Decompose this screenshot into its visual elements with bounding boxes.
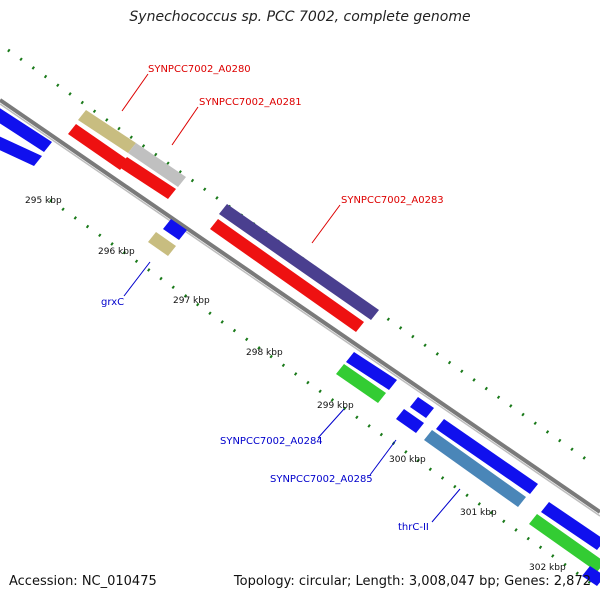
- tick-label: 295 kbp: [25, 196, 62, 206]
- map-title: Synechococcus sp. PCC 7002, complete gen…: [129, 9, 471, 25]
- tick-label: 298 kbp: [246, 348, 283, 358]
- gene-red-2[interactable]: [119, 157, 176, 199]
- accession-text: Accession: NC_010475: [9, 574, 157, 589]
- gene-label-a0284[interactable]: SYNPCC7002_A0284: [220, 436, 323, 447]
- gene-a0284-green[interactable]: [336, 364, 386, 403]
- gene-grxc-blue[interactable]: [163, 219, 187, 240]
- tick-label: 301 kbp: [460, 508, 497, 518]
- gene-blue-long[interactable]: [436, 419, 538, 494]
- leader-a0284: [317, 408, 345, 439]
- gene-blue-small-1[interactable]: [346, 352, 397, 390]
- gene-a0281-grey[interactable]: [128, 143, 186, 187]
- gene-red-long[interactable]: [210, 219, 364, 332]
- gene-a0280-khaki[interactable]: [78, 110, 136, 153]
- inner-tick-ring: [49, 198, 599, 590]
- gene-label-a0280[interactable]: SYNPCC7002_A0280: [148, 64, 251, 75]
- tick-label: 302 kbp: [529, 563, 566, 573]
- tick-label: 299 kbp: [317, 401, 354, 411]
- tick-label: 296 kbp: [98, 247, 135, 257]
- leader-a0285: [369, 439, 397, 476]
- leader-a0280: [121, 73, 149, 112]
- gene-green-right[interactable]: [529, 514, 600, 572]
- gene-label-a0283[interactable]: SYNPCC7002_A0283: [341, 195, 444, 206]
- gene-blue-small-2[interactable]: [410, 397, 434, 418]
- tick-label: 297 kbp: [173, 296, 210, 306]
- gene-label-a0281[interactable]: SYNPCC7002_A0281: [199, 97, 302, 108]
- topology-text: Topology: circular; Length: 3,008,047 bp…: [233, 574, 591, 589]
- gene-label-thrc[interactable]: thrC-II: [398, 522, 429, 533]
- backbone-line-shade: [0, 103, 600, 517]
- gene-blue-left-outer[interactable]: [0, 105, 52, 152]
- gene-blue-left-inner[interactable]: [0, 132, 42, 166]
- tick-label: 300 kbp: [389, 455, 426, 465]
- leader-a0281: [171, 106, 199, 146]
- gene-a0285-blue[interactable]: [396, 409, 424, 433]
- gene-a0283-purple[interactable]: [219, 204, 379, 320]
- gene-label-grxc[interactable]: grxC: [101, 297, 124, 308]
- gene-red-1[interactable]: [68, 124, 128, 170]
- backbone-line: [0, 98, 600, 514]
- leader-a0283: [311, 204, 341, 244]
- gene-blue-right-outer[interactable]: [541, 502, 600, 550]
- gene-thrc-steel[interactable]: [424, 430, 526, 507]
- gene-label-a0285[interactable]: SYNPCC7002_A0285: [270, 474, 373, 485]
- leader-thrc: [431, 488, 461, 523]
- gene-blue-far-right[interactable]: [582, 566, 600, 586]
- leader-grxc: [123, 261, 151, 297]
- gene-grxc-khaki[interactable]: [148, 232, 176, 256]
